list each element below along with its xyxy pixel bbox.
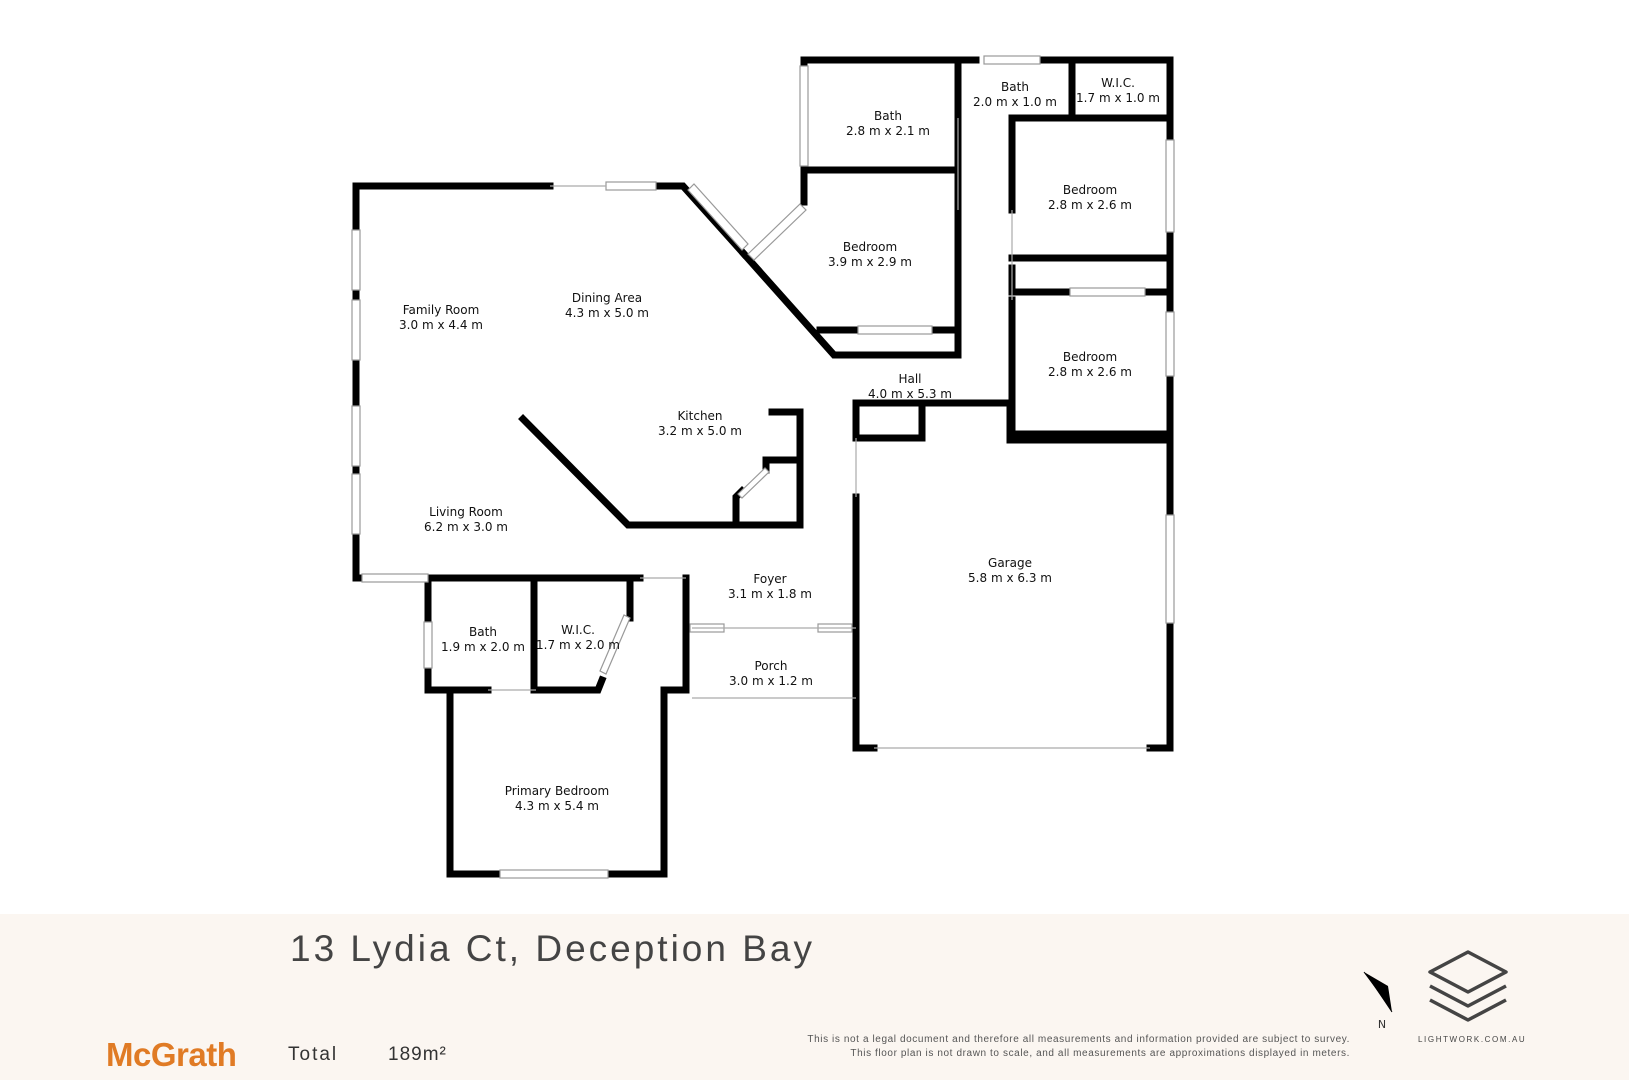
svg-text:6.2 m x 3.0 m: 6.2 m x 3.0 m: [424, 520, 508, 534]
svg-text:3.9 m x 2.9 m: 3.9 m x 2.9 m: [828, 255, 912, 269]
svg-text:Bedroom: Bedroom: [1063, 183, 1117, 197]
svg-text:1.9 m x 2.0 m: 1.9 m x 2.0 m: [441, 640, 525, 654]
svg-text:Primary Bedroom: Primary Bedroom: [505, 784, 609, 798]
svg-text:Living Room: Living Room: [429, 505, 503, 519]
svg-text:4.3 m x 5.4 m: 4.3 m x 5.4 m: [515, 799, 599, 813]
svg-text:Bath: Bath: [1001, 80, 1029, 94]
disclaimer: This is not a legal document and therefo…: [807, 1033, 1350, 1061]
property-address: 13 Lydia Ct, Deception Bay: [290, 928, 815, 969]
svg-text:2.8 m x 2.1 m: 2.8 m x 2.1 m: [846, 124, 930, 138]
svg-text:Bath: Bath: [469, 625, 497, 639]
svg-text:Bath: Bath: [874, 109, 902, 123]
disclaimer-line-2: This floor plan is not drawn to scale, a…: [850, 1048, 1350, 1059]
svg-text:Garage: Garage: [988, 556, 1032, 570]
room-wic-bottom: W.I.C.1.7 m x 2.0 m: [536, 623, 620, 652]
total-area-value: 189m²: [388, 1044, 447, 1065]
svg-text:4.0 m x 5.3 m: 4.0 m x 5.3 m: [868, 387, 952, 401]
footer-band: [0, 914, 1629, 1080]
svg-text:Dining Area: Dining Area: [572, 291, 642, 305]
svg-text:Porch: Porch: [754, 659, 787, 673]
svg-text:4.3 m x 5.0 m: 4.3 m x 5.0 m: [565, 306, 649, 320]
svg-text:W.I.C.: W.I.C.: [561, 623, 595, 637]
svg-text:1.7 m x 2.0 m: 1.7 m x 2.0 m: [536, 638, 620, 652]
svg-text:3.2 m x 5.0 m: 3.2 m x 5.0 m: [658, 424, 742, 438]
svg-text:3.0 m x 4.4 m: 3.0 m x 4.4 m: [399, 318, 483, 332]
mcgrath-logo: McGrath: [106, 1036, 237, 1073]
compass-label: N: [1378, 1018, 1386, 1030]
svg-text:2.8 m x 2.6 m: 2.8 m x 2.6 m: [1048, 365, 1132, 379]
svg-text:3.0 m x 1.2 m: 3.0 m x 1.2 m: [729, 674, 813, 688]
svg-text:1.7 m x 1.0 m: 1.7 m x 1.0 m: [1076, 91, 1160, 105]
svg-text:Kitchen: Kitchen: [677, 409, 722, 423]
lightwork-wordmark: LIGHTWORK.COM.AU: [1418, 1035, 1527, 1044]
svg-text:3.1 m x 1.8 m: 3.1 m x 1.8 m: [728, 587, 812, 601]
thin-lines: [488, 118, 1150, 749]
svg-text:5.8 m x 6.3 m: 5.8 m x 6.3 m: [968, 571, 1052, 585]
svg-text:Family Room: Family Room: [403, 303, 480, 317]
total-area-label: Total: [288, 1044, 339, 1065]
svg-text:Foyer: Foyer: [753, 572, 786, 586]
disclaimer-line-1: This is not a legal document and therefo…: [807, 1034, 1350, 1045]
svg-text:Hall: Hall: [898, 372, 921, 386]
stacked-layers-icon: [1428, 950, 1508, 1022]
svg-text:W.I.C.: W.I.C.: [1101, 76, 1135, 90]
svg-text:Bedroom: Bedroom: [843, 240, 897, 254]
room-wic-top: W.I.C.1.7 m x 1.0 m: [1076, 76, 1160, 105]
svg-text:2.0 m x 1.0 m: 2.0 m x 1.0 m: [973, 95, 1057, 109]
walls: [352, 56, 1174, 878]
svg-text:2.8 m x 2.6 m: 2.8 m x 2.6 m: [1048, 198, 1132, 212]
svg-text:Bedroom: Bedroom: [1063, 350, 1117, 364]
north-arrow-icon: N: [1363, 971, 1393, 1030]
